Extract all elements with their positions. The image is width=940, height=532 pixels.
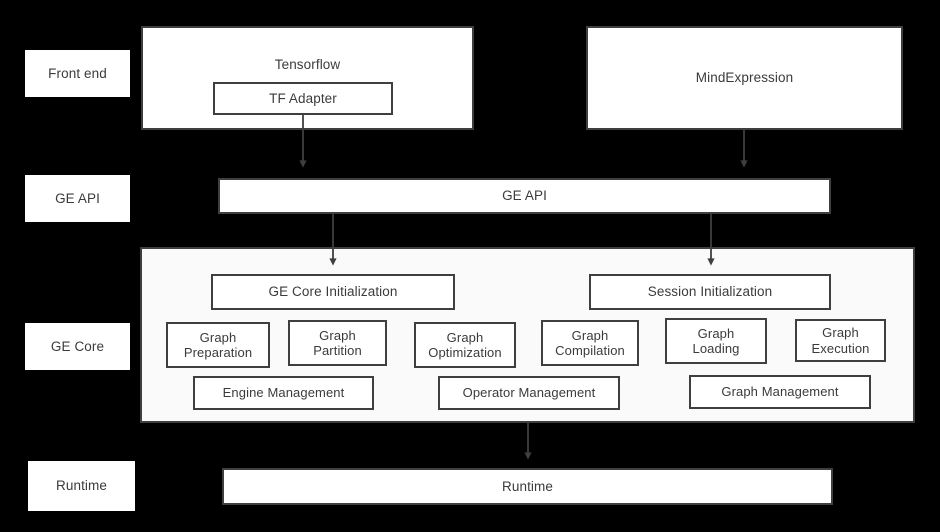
tf-adapter-label: TF Adapter: [269, 90, 337, 106]
graph-management-box[interactable]: Graph Management: [689, 375, 871, 409]
ge-core-initialization-label: GE Core Initialization: [268, 284, 398, 300]
ge-core-initialization-box[interactable]: GE Core Initialization: [211, 274, 455, 310]
layer-label-runtime-text: Runtime: [56, 478, 107, 494]
tensorflow-title: Tensorflow: [274, 57, 341, 72]
graph-compilation-label-line2: Compilation: [555, 343, 625, 358]
runtime-bar[interactable]: Runtime: [222, 468, 833, 505]
layer-label-ge-core: GE Core: [25, 323, 130, 370]
graph-loading-label-line1: Graph: [697, 325, 735, 341]
graph-execution-label-line1: Graph: [822, 325, 859, 341]
layer-label-ge-api-text: GE API: [55, 190, 100, 206]
mindexpression-label: MindExpression: [695, 70, 794, 86]
graph-preparation-label-line1: Graph: [199, 329, 237, 345]
graph-optimization-label-line2: Optimization: [428, 345, 502, 360]
graph-loading-label-line2: Loading: [692, 341, 740, 356]
ge-api-bar[interactable]: GE API: [218, 178, 831, 214]
layer-label-runtime: Runtime: [28, 461, 135, 511]
graph-partition-label-line1: Graph: [319, 327, 356, 343]
graph-optimization-label-line1: Graph: [446, 329, 484, 345]
mindexpression-box[interactable]: MindExpression: [586, 26, 903, 130]
session-initialization-box[interactable]: Session Initialization: [589, 274, 831, 310]
runtime-bar-label: Runtime: [502, 478, 553, 494]
graph-partition-box[interactable]: Graph Partition: [288, 320, 387, 366]
layer-label-ge-api: GE API: [25, 175, 130, 222]
graph-management-label: Graph Management: [721, 384, 839, 400]
operator-management-box[interactable]: Operator Management: [438, 376, 620, 410]
session-initialization-label: Session Initialization: [647, 284, 773, 300]
graph-compilation-box[interactable]: Graph Compilation: [541, 320, 639, 366]
engine-management-box[interactable]: Engine Management: [193, 376, 374, 410]
graph-partition-label-line2: Partition: [313, 343, 362, 358]
graph-execution-box[interactable]: Graph Execution: [795, 319, 886, 362]
engine-management-label: Engine Management: [222, 385, 345, 401]
layer-label-ge-core-text: GE Core: [50, 338, 105, 354]
graph-loading-box[interactable]: Graph Loading: [665, 318, 767, 364]
tf-adapter-box[interactable]: TF Adapter: [213, 82, 393, 115]
layer-label-front-end-text: Front end: [48, 65, 107, 81]
ge-api-bar-label: GE API: [502, 188, 547, 204]
operator-management-label: Operator Management: [462, 385, 596, 401]
graph-execution-label-line2: Execution: [811, 340, 870, 356]
graph-preparation-label-line2: Preparation: [183, 345, 253, 360]
graph-optimization-box[interactable]: Graph Optimization: [414, 322, 516, 368]
layer-label-front-end: Front end: [25, 50, 130, 97]
graph-preparation-box[interactable]: Graph Preparation: [166, 322, 270, 368]
graph-compilation-label-line1: Graph: [571, 327, 609, 343]
